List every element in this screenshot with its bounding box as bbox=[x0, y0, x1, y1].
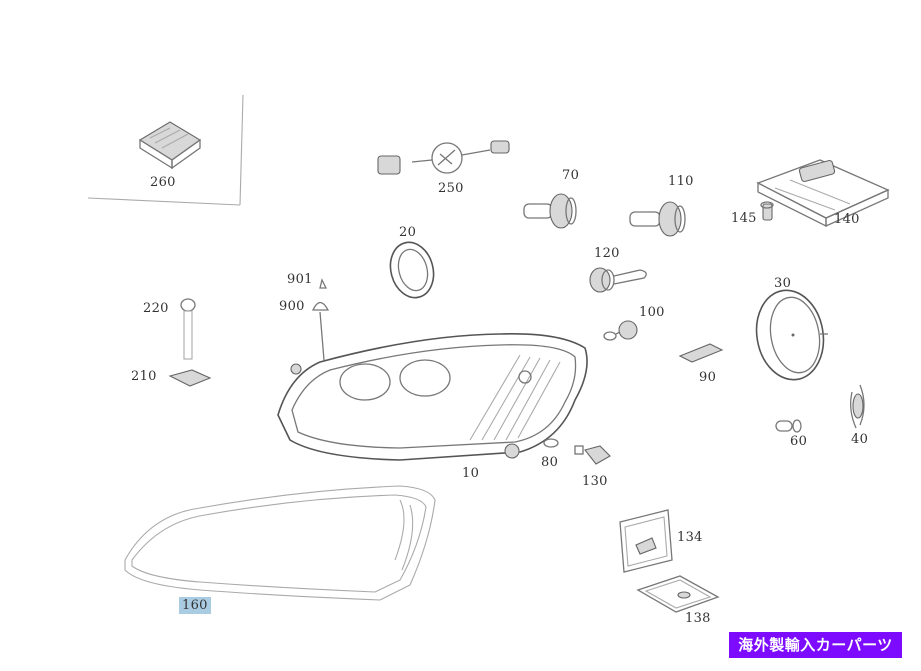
part-label-901: 901 bbox=[287, 272, 313, 287]
inset-frame bbox=[87, 94, 244, 206]
part-label-90: 90 bbox=[699, 370, 717, 385]
part-label-80: 80 bbox=[541, 455, 559, 470]
part-label-40: 40 bbox=[851, 432, 869, 447]
part-10-headlamp-icon bbox=[277, 332, 588, 461]
part-70-icon bbox=[523, 193, 577, 229]
part-80-icon bbox=[543, 438, 559, 448]
part-20-icon bbox=[389, 241, 435, 299]
part-label-60: 60 bbox=[790, 434, 808, 449]
part-label-900: 900 bbox=[279, 299, 305, 314]
shop-banner: 海外製輸入カーパーツ bbox=[729, 632, 902, 658]
part-label-145: 145 bbox=[731, 211, 757, 226]
part-label-138: 138 bbox=[685, 611, 711, 626]
part-label-10: 10 bbox=[462, 466, 480, 481]
part-260-icon bbox=[138, 121, 202, 170]
part-100-icon bbox=[603, 320, 638, 341]
part-145-icon bbox=[760, 201, 774, 221]
part-label-260: 260 bbox=[150, 175, 176, 190]
part-90-icon bbox=[678, 343, 724, 363]
part-130-icon bbox=[574, 445, 611, 465]
part-label-134: 134 bbox=[677, 530, 703, 545]
part-60-icon bbox=[775, 419, 802, 433]
part-110-icon bbox=[629, 201, 686, 237]
part-30-icon bbox=[755, 289, 828, 381]
part-label-110: 110 bbox=[668, 174, 694, 189]
part-160-lens-icon bbox=[124, 485, 436, 601]
part-label-210: 210 bbox=[131, 369, 157, 384]
part-120-icon bbox=[589, 267, 647, 293]
part-label-160: 160 bbox=[179, 597, 211, 614]
part-210-icon bbox=[168, 369, 212, 387]
part-label-100: 100 bbox=[639, 305, 665, 320]
part-220-icon bbox=[180, 298, 196, 360]
part-label-140: 140 bbox=[834, 212, 860, 227]
part-900-icon bbox=[311, 301, 330, 361]
part-label-130: 130 bbox=[582, 474, 608, 489]
part-label-220: 220 bbox=[143, 301, 169, 316]
part-134-icon bbox=[619, 509, 673, 573]
part-250-icon bbox=[377, 140, 510, 175]
part-40-icon bbox=[850, 384, 865, 429]
part-140-icon bbox=[756, 159, 890, 228]
part-label-70: 70 bbox=[562, 168, 580, 183]
part-label-250: 250 bbox=[438, 181, 464, 196]
part-label-20: 20 bbox=[399, 225, 417, 240]
part-label-30: 30 bbox=[774, 276, 792, 291]
part-label-120: 120 bbox=[594, 246, 620, 261]
part-901-icon bbox=[319, 278, 328, 289]
part-138-icon bbox=[636, 575, 720, 613]
